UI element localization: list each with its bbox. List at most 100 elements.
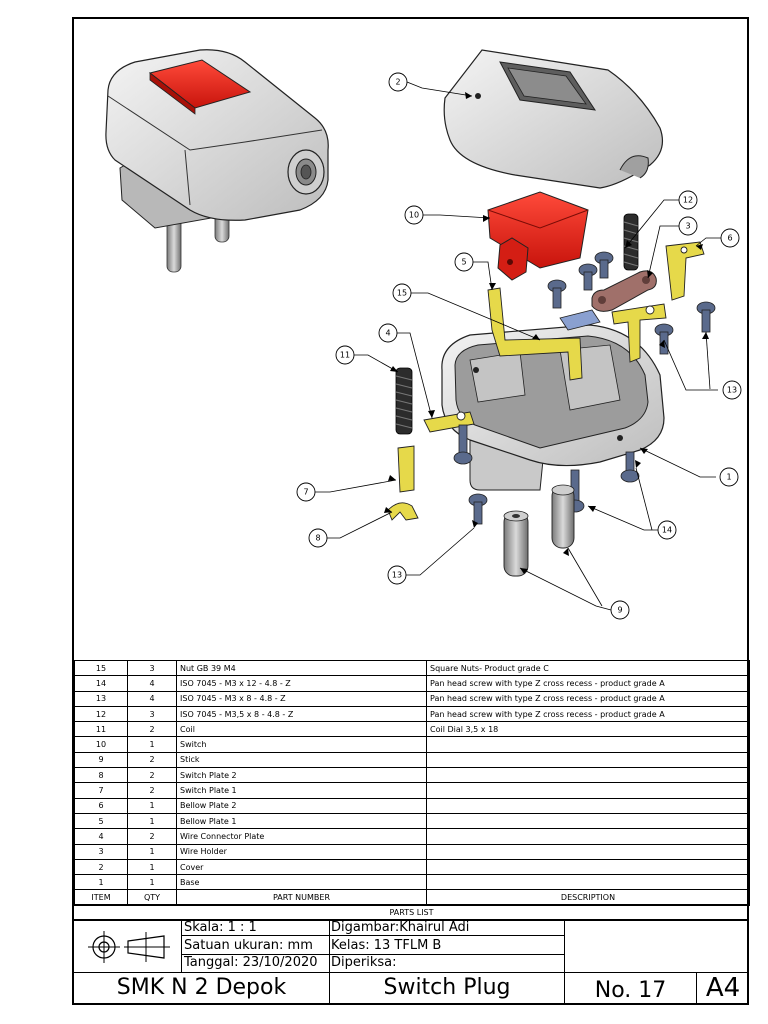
callout-3: 3 [685,222,690,231]
callout-7: 7 [303,488,308,497]
parts-list-header-row: ITEM QTY PART NUMBER DESCRIPTION [74,889,750,906]
callout-13-right: 13 [727,386,737,395]
cover-part [443,49,663,189]
base-part [441,324,665,491]
callout-11: 11 [340,351,350,360]
drawing-area: 2 10 12 3 6 5 15 4 11 13 1 7 8 14 13 9 [105,49,742,620]
parts-cell-item: 11 [74,721,128,738]
parts-cell-qty: 3 [127,705,177,723]
parts-cell-description: Pan head screw with type Z cross recess … [426,675,750,692]
drawing-title: Switch Plug [329,972,565,1005]
date-text: Tanggal: 23/10/2020 [184,955,318,970]
sticks [503,484,575,577]
wire-holder-part [559,270,657,331]
drawn-by-text: Digambar:Khairul Adi [331,920,470,935]
callout-15: 15 [397,289,407,298]
parts-cell-item: 2 [74,858,128,876]
drawing-number: No. 17 [564,972,697,1005]
parts-cell-part-number: Wire Holder [176,843,427,860]
parts-cell-qty: 2 [127,751,177,769]
parts-cell-part-number: Nut GB 39 M4 [176,659,427,677]
parts-cell-description: Coil Dial 3,5 x 18 [426,721,750,738]
units-text: Satuan ukuran: mm [184,938,313,953]
parts-cell-part-number: Stick [176,751,427,769]
parts-cell-description: Pan head screw with type Z cross recess … [426,705,750,723]
projection-symbol-cell [74,919,182,973]
parts-cell-part-number: ISO 7045 - M3,5 x 8 - 4.8 - Z [176,705,427,723]
parts-cell-description [426,812,750,830]
scale-text: Skala: 1 : 1 [184,920,257,935]
parts-cell-item: 9 [74,751,128,769]
coil-part [395,213,639,435]
header-item: ITEM [74,889,128,906]
callout-13-left: 13 [392,571,402,580]
parts-cell-item: 8 [74,767,128,784]
parts-list-title: PARTS LIST [74,904,749,921]
header-part-number: PART NUMBER [176,889,427,906]
callout-9: 9 [617,606,622,615]
parts-cell-description [426,736,750,753]
parts-cell-qty: 1 [127,874,177,891]
parts-cell-description [426,874,750,891]
parts-cell-qty: 2 [127,782,177,799]
parts-cell-item: 7 [74,782,128,799]
yellow-plates [387,241,705,521]
callout-12: 12 [683,196,693,205]
parts-cell-part-number: Switch Plate 2 [176,767,427,784]
header-qty: QTY [127,889,177,906]
parts-cell-part-number: Base [176,874,427,891]
parts-cell-part-number: Cover [176,858,427,876]
parts-cell-qty: 4 [127,675,177,692]
leader-lines [315,81,721,611]
parts-cell-description [426,843,750,860]
parts-cell-qty: 2 [127,767,177,784]
parts-cell-qty: 1 [127,812,177,830]
callout-1: 1 [726,473,731,482]
parts-cell-item: 3 [74,843,128,860]
drawing-frame [72,17,749,1005]
sheet-size: A4 [696,972,749,1005]
parts-cell-description [426,858,750,876]
switch-part [487,191,589,281]
parts-cell-description [426,782,750,799]
class-text: Kelas: 13 TFLM B [331,938,442,953]
parts-cell-description [426,751,750,769]
parts-cell-item: 6 [74,797,128,814]
callout-4: 4 [385,329,390,338]
callout-6: 6 [727,234,732,243]
parts-cell-part-number: Wire Connector Plate [176,828,427,845]
parts-cell-qty: 1 [127,736,177,753]
callout-14: 14 [662,526,672,535]
parts-cell-qty: 3 [127,659,177,677]
parts-cell-qty: 2 [127,828,177,845]
parts-cell-item: 4 [74,828,128,845]
title-block-empty-cell [564,919,749,973]
parts-cell-item: 15 [74,659,128,677]
callout-8: 8 [315,534,320,543]
parts-cell-qty: 1 [127,843,177,860]
parts-cell-qty: 4 [127,690,177,707]
parts-cell-item: 10 [74,736,128,753]
callout-balloons [296,72,742,620]
callout-2: 2 [395,78,400,87]
parts-cell-item: 12 [74,705,128,723]
header-description: DESCRIPTION [426,889,750,906]
leader-arrows [384,92,709,574]
parts-cell-qty: 1 [127,797,177,814]
parts-cell-part-number: Switch [176,736,427,753]
parts-cell-description [426,797,750,814]
